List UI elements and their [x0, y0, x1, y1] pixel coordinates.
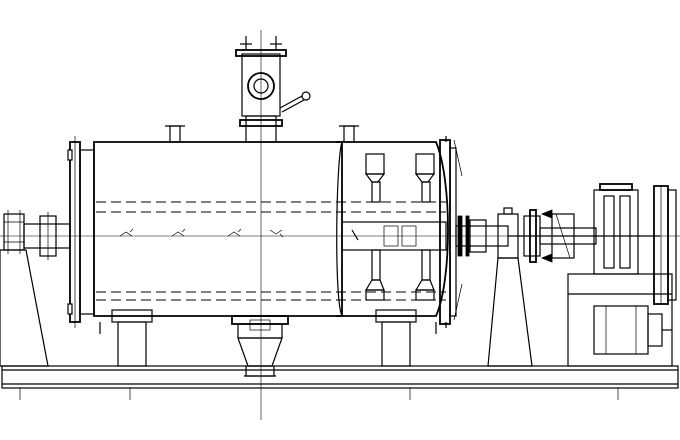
right-end-cap	[336, 136, 463, 328]
top-nozzles	[165, 125, 359, 143]
coupling	[523, 209, 575, 263]
motor	[567, 273, 673, 367]
gearbox	[593, 183, 660, 275]
drum-body	[93, 141, 446, 317]
discharge-outlet	[231, 315, 289, 377]
manhole	[235, 36, 311, 143]
shaft-bearing-pedestal	[487, 207, 533, 367]
base-frame	[1, 365, 679, 400]
left-flange	[67, 136, 95, 328]
center-lines	[0, 30, 680, 420]
left-support	[0, 210, 49, 367]
belt-pulley	[653, 185, 677, 305]
agitator-paddles	[341, 153, 447, 301]
